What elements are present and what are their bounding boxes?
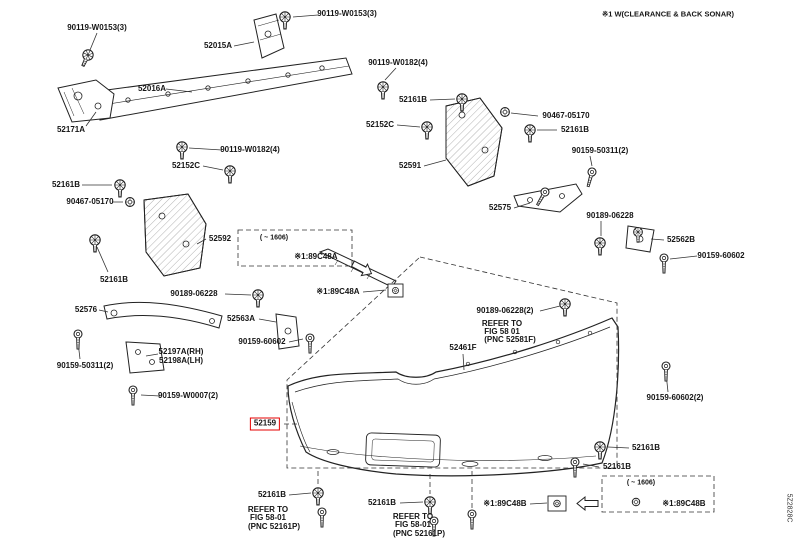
part-label: 52161B	[99, 275, 129, 284]
part-label: 52016A	[137, 84, 167, 93]
part-label: (PNC 52581F)	[484, 335, 536, 344]
diagram-code: 5Z2828C	[785, 493, 793, 523]
part-label: FIG 58-01	[394, 520, 432, 529]
part-label: 52198A(LH)	[158, 356, 204, 365]
part-label: 52015A	[203, 41, 233, 50]
part-label: 52161B	[602, 462, 632, 471]
part-label: (PNC 52161P)	[247, 522, 301, 531]
part-label: 90189-06228(2)	[476, 306, 534, 315]
part-label: 52161B	[51, 180, 81, 189]
part-label: 52562B	[666, 235, 696, 244]
part-label: FIG 58-01	[249, 513, 287, 522]
part-label: 90189-06228	[170, 289, 218, 298]
part-label: REFER TO	[392, 512, 434, 521]
part-label: 52575	[488, 203, 512, 212]
part-label: ※1:89C48A	[316, 287, 360, 296]
part-label: 90159-60602	[238, 337, 286, 346]
part-label: 90189-06228	[586, 211, 634, 220]
note-clearance-back-sonar: ※1 W(CLEARANCE & BACK SONAR)	[601, 9, 735, 19]
part-label: 90159-W0007(2)	[157, 391, 219, 400]
part-label: 52152C	[365, 120, 395, 129]
part-label: 90159-60602	[697, 251, 745, 260]
part-label: 90159-50311(2)	[56, 361, 114, 370]
part-label: 52591	[398, 161, 422, 170]
part-label: ※1:89C48B	[483, 499, 527, 508]
part-label: 90119-W0182(4)	[220, 145, 280, 154]
part-label: 52171A	[56, 125, 86, 134]
part-label: REFER TO	[481, 319, 523, 328]
part-label: 90119-W0153(3)	[67, 23, 127, 32]
part-label: REFER TO	[247, 505, 289, 514]
part-label: 90467-05170	[66, 197, 114, 206]
part-label: 90159-50311(2)	[571, 146, 629, 155]
part-label: 52161B	[398, 95, 428, 104]
part-label: FIG 58 01	[484, 327, 520, 336]
part-label: 52461F	[449, 343, 477, 352]
part-52159-highlight: 52159	[249, 417, 281, 431]
part-label: ( ~ 1606)	[626, 479, 656, 487]
part-label: 52161B	[367, 498, 397, 507]
part-label: 52563A	[226, 314, 256, 323]
part-label: 90159-60602(2)	[646, 393, 704, 402]
part-label: 90119-W0182(4)	[368, 58, 428, 67]
part-label: 52161B	[631, 443, 661, 452]
part-label: 90119-W0153(3)	[317, 9, 377, 18]
part-label: ( ~ 1606)	[259, 234, 289, 242]
part-label: ※1:89C48A	[294, 252, 338, 261]
part-label: 52576	[74, 305, 98, 314]
part-label: 52161B	[560, 125, 590, 134]
part-label: 52592	[208, 234, 232, 243]
part-label: ※1:89C48B	[662, 499, 706, 508]
part-label: 52152C	[171, 161, 201, 170]
part-label: (PNC 52161P)	[392, 529, 446, 538]
part-label: 52197A(RH)	[158, 347, 204, 356]
part-label: 52161B	[257, 490, 287, 499]
part-label: 90467-05170	[542, 111, 590, 120]
